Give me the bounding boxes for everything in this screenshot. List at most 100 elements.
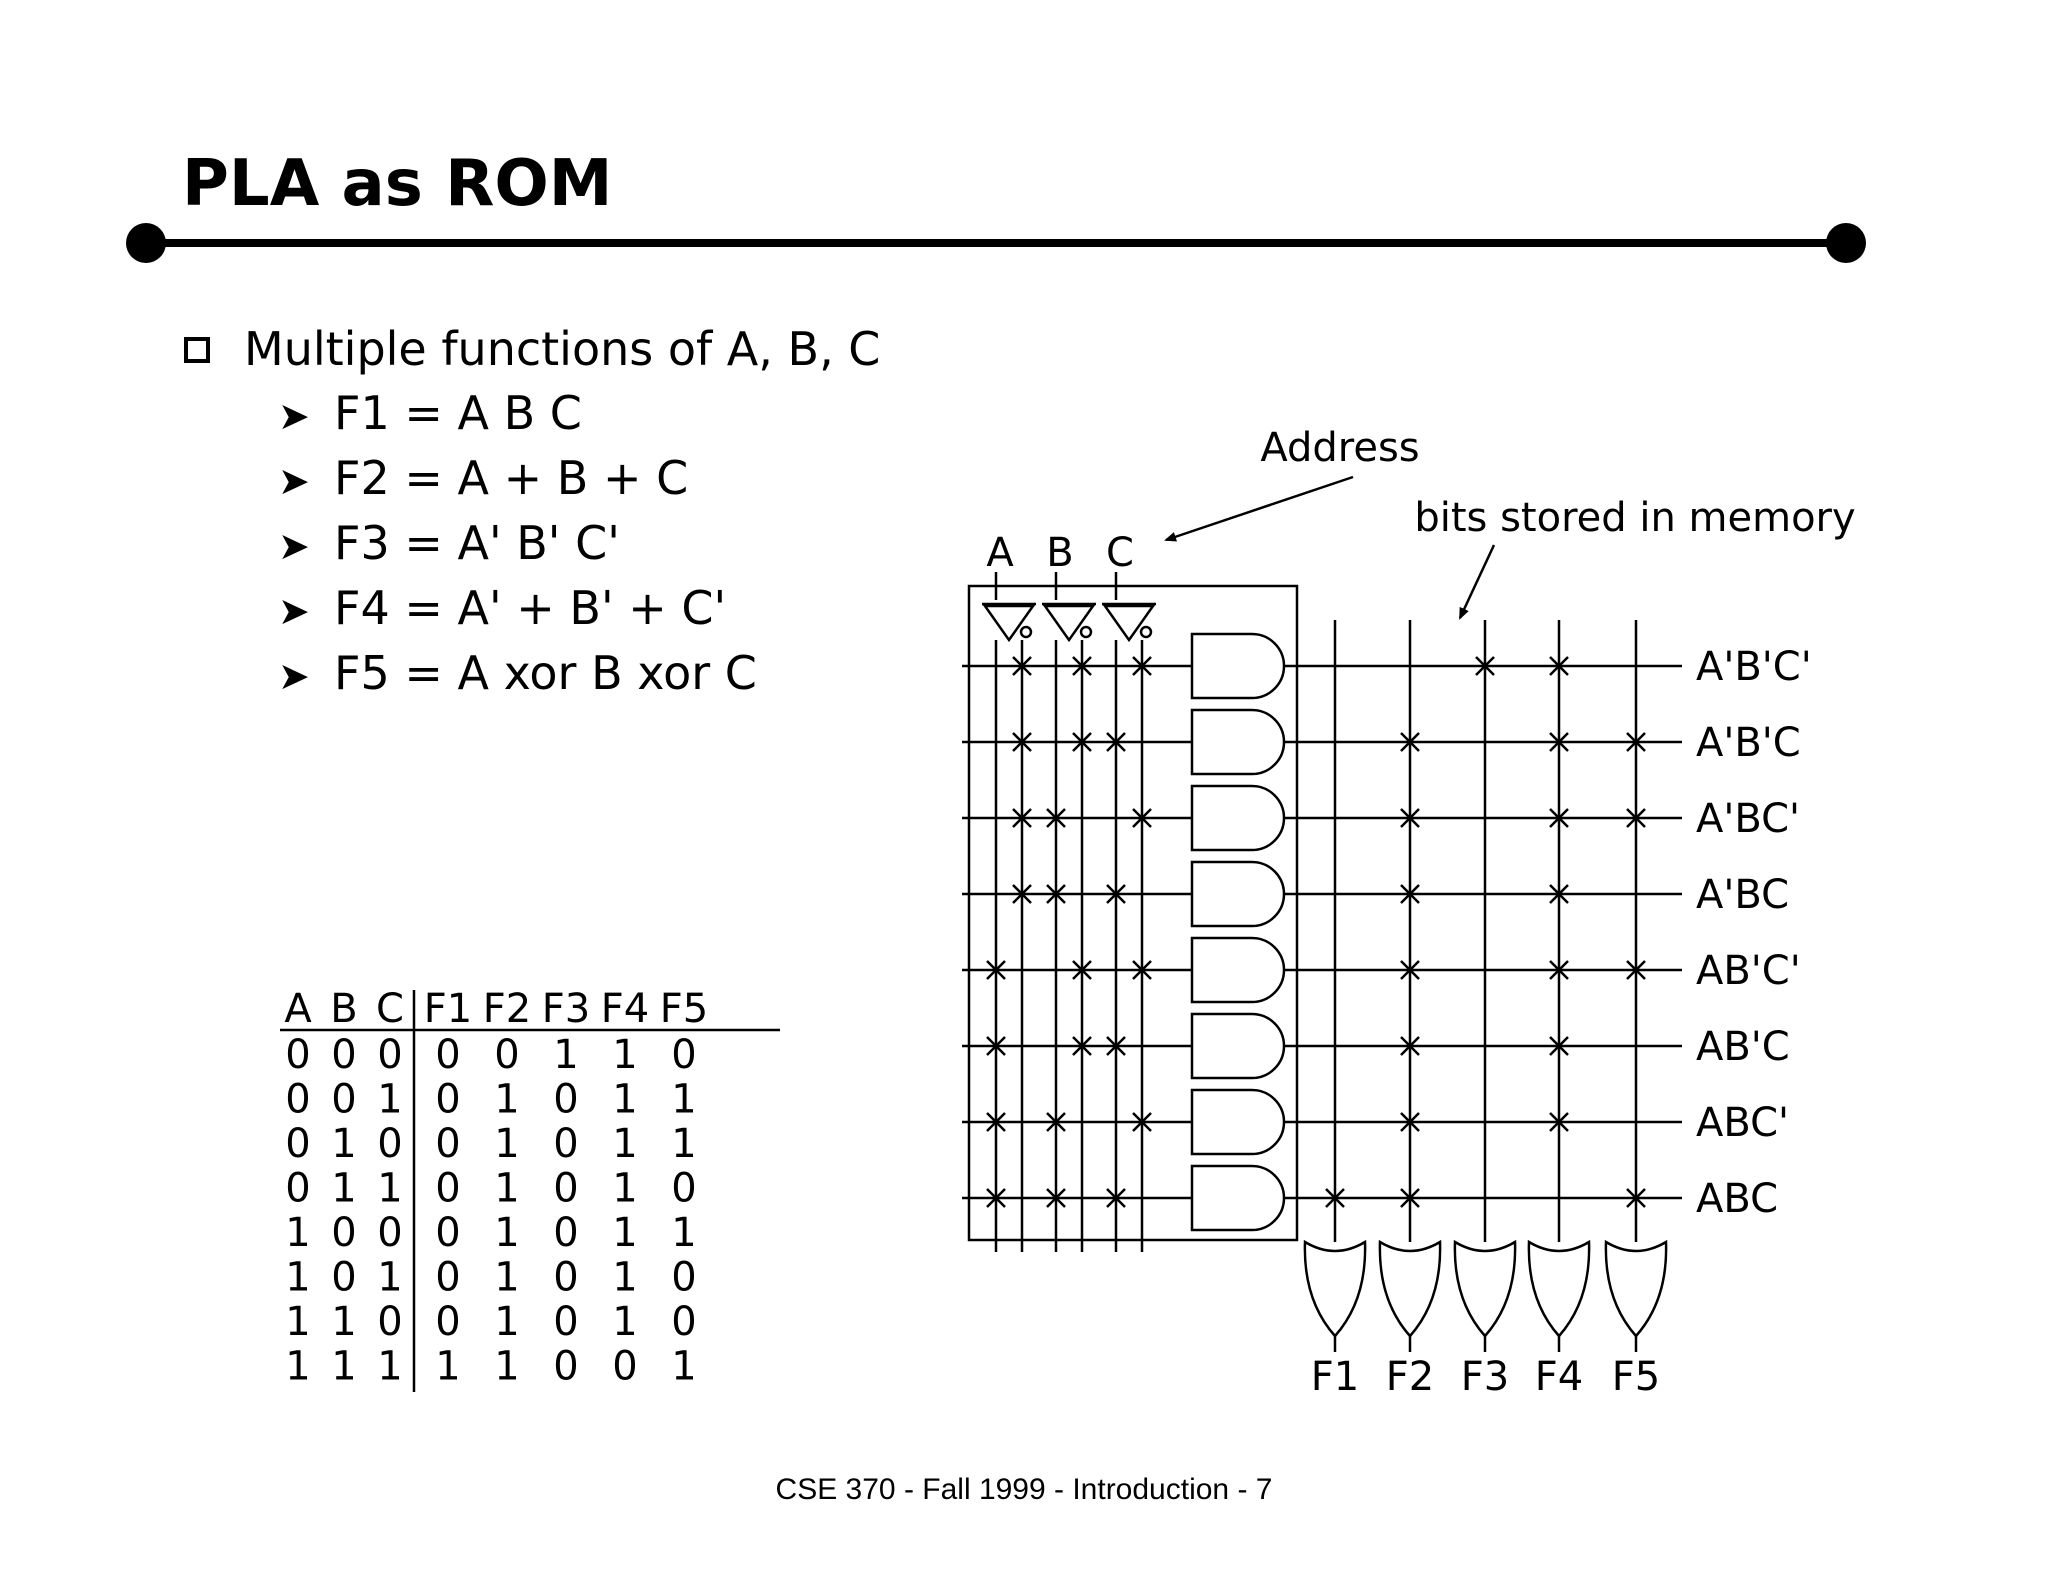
table-header-cell: F2: [483, 986, 531, 1032]
table-cell: 1: [612, 1121, 637, 1167]
table-cell: 1: [494, 1166, 519, 1212]
address-arrow: [1164, 475, 1354, 542]
and-plane-connection: [1106, 732, 1126, 752]
title-rule-left-dot: [126, 223, 166, 263]
and-plane-connection: [986, 1036, 1006, 1056]
table-cell: 1: [331, 1166, 356, 1212]
table-cell: 1: [377, 1166, 402, 1212]
table-cell: 1: [494, 1077, 519, 1123]
output-label: F4: [1535, 1354, 1583, 1400]
slide-title: PLA as ROM: [182, 147, 613, 221]
and-plane-connection: [1132, 656, 1152, 676]
inverting-buffer-icon: [1042, 604, 1096, 643]
bits-stored-label: bits stored in memory: [1414, 495, 1855, 541]
output-label: F3: [1461, 1354, 1509, 1400]
and-plane-connection: [1072, 656, 1092, 676]
minterm-label: A'BC: [1696, 872, 1789, 918]
title-rule-right-dot: [1826, 223, 1866, 263]
stored-bit-connection: [1400, 1188, 1420, 1208]
table-cell: 1: [331, 1344, 356, 1390]
stored-bit-connection: [1475, 656, 1495, 676]
table-cell: 1: [671, 1210, 696, 1256]
or-gate-icon: [1378, 1239, 1442, 1338]
stored-bit-connection: [1549, 656, 1569, 676]
input-label: B: [1046, 530, 1073, 576]
stored-bit-connection: [1400, 884, 1420, 904]
and-plane-connection: [986, 960, 1006, 980]
table-cell: 1: [612, 1255, 637, 1301]
table-cell: 1: [612, 1077, 637, 1123]
table-cell: 1: [377, 1255, 402, 1301]
table-cell: 1: [331, 1299, 356, 1345]
function-text: F3 = A' B' C': [334, 516, 620, 570]
slide-footer: CSE 370 - Fall 1999 - Introduction - 7: [775, 1473, 1273, 1506]
and-gate-icon: [1190, 1088, 1286, 1156]
table-cell: 0: [553, 1299, 578, 1345]
and-plane-connection: [1046, 1112, 1066, 1132]
table-header-cell: A: [284, 986, 312, 1032]
table-cell: 0: [494, 1032, 519, 1078]
table-cell: 0: [377, 1299, 402, 1345]
and-gate-icon: [1190, 1012, 1286, 1080]
inverting-buffer-icon: [1102, 604, 1156, 643]
output-label: F5: [1612, 1354, 1660, 1400]
table-cell: 1: [285, 1210, 310, 1256]
and-plane-connection: [1046, 884, 1066, 904]
table-header-cell: F4: [601, 986, 649, 1032]
table-cell: 1: [377, 1344, 402, 1390]
stored-bit-connection: [1400, 732, 1420, 752]
table-header-cell: F1: [424, 986, 472, 1032]
and-plane-connection: [1072, 960, 1092, 980]
stored-bit-connection: [1400, 1112, 1420, 1132]
inverting-buffer-icon: [982, 604, 1036, 643]
or-gate-icon: [1303, 1239, 1367, 1338]
and-plane-connection: [986, 1112, 1006, 1132]
table-cell: 1: [494, 1121, 519, 1167]
minterm-label: A'BC': [1696, 796, 1800, 842]
stored-bit-connection: [1325, 1188, 1345, 1208]
and-plane-connection: [1046, 808, 1066, 828]
arrow-bullet-icon: ➤: [278, 589, 310, 633]
inversion-bubble-icon: [1019, 625, 1033, 639]
and-plane-border: [967, 584, 1299, 1242]
minterm-label: A'B'C: [1696, 720, 1801, 766]
table-cell: 1: [494, 1255, 519, 1301]
stored-bit-connection: [1400, 960, 1420, 980]
stored-bit-connection: [1549, 960, 1569, 980]
table-cell: 0: [612, 1344, 637, 1390]
table-cell: 1: [494, 1344, 519, 1390]
stored-bit-connection: [1626, 808, 1646, 828]
and-gate-icon: [1190, 708, 1286, 776]
table-header-cell: B: [330, 986, 357, 1032]
table-cell: 0: [331, 1255, 356, 1301]
function-item: ➤F4 = A' + B' + C': [278, 577, 757, 642]
stored-bit-connection: [1626, 732, 1646, 752]
minterm-label: ABC: [1696, 1176, 1778, 1222]
table-cell: 0: [435, 1077, 460, 1123]
table-cell: 1: [285, 1299, 310, 1345]
arrow-bullet-icon: ➤: [278, 654, 310, 698]
table-cell: 0: [671, 1166, 696, 1212]
table-cell: 0: [553, 1121, 578, 1167]
table-cell: 1: [553, 1032, 578, 1078]
and-plane-connection: [1012, 884, 1032, 904]
and-gate-icon: [1190, 860, 1286, 928]
and-plane-connection: [1106, 1036, 1126, 1056]
address-label: Address: [1260, 425, 1419, 471]
table-cell: 0: [435, 1210, 460, 1256]
stored-bit-connection: [1626, 1188, 1646, 1208]
table-cell: 0: [553, 1077, 578, 1123]
inversion-bubble-icon: [1139, 625, 1153, 639]
stored-bit-connection: [1626, 960, 1646, 980]
table-cell: 0: [285, 1166, 310, 1212]
stored-bit-connection: [1549, 1112, 1569, 1132]
table-cell: 0: [331, 1210, 356, 1256]
table-cell: 1: [612, 1299, 637, 1345]
minterm-label: AB'C: [1696, 1024, 1790, 1070]
table-cell: 0: [435, 1255, 460, 1301]
minterm-label: A'B'C': [1696, 644, 1812, 690]
table-cell: 1: [494, 1210, 519, 1256]
table-cell: 0: [285, 1032, 310, 1078]
stored-bit-connection: [1549, 1036, 1569, 1056]
